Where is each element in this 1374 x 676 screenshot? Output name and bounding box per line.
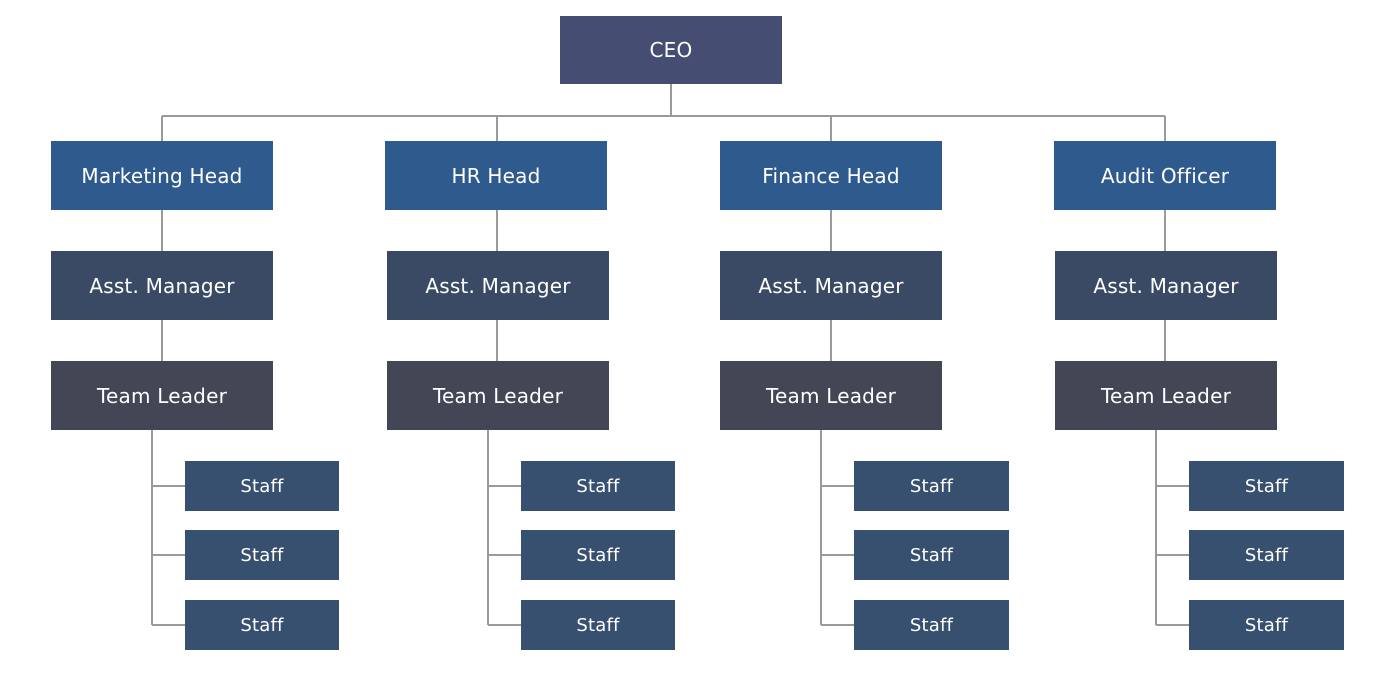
- staff-label: Staff: [1244, 614, 1289, 636]
- staff-box: Staff: [854, 461, 1009, 511]
- staff-box: Staff: [854, 530, 1009, 580]
- team-leader-label: Team Leader: [1101, 383, 1231, 408]
- team-leader-box: Team Leader: [51, 361, 273, 430]
- staff-label: Staff: [240, 614, 284, 636]
- staff-label: Staff: [909, 475, 954, 497]
- asst-manager-box: Asst. Manager: [720, 251, 942, 320]
- staff-label: Staff: [1244, 475, 1289, 497]
- staff-label: Staff: [240, 475, 284, 497]
- marketing-head-box: Marketing Head: [51, 141, 273, 210]
- hr-head-box: HR Head: [385, 141, 607, 210]
- team-leader-label: Team Leader: [766, 383, 896, 408]
- department-head-label: Finance Head: [762, 163, 900, 188]
- staff-box: Staff: [185, 600, 339, 650]
- staff-box: Staff: [185, 461, 339, 511]
- staff-box: Staff: [521, 461, 675, 511]
- asst-manager-box: Asst. Manager: [387, 251, 609, 320]
- staff-box: Staff: [854, 600, 1009, 650]
- asst-manager-label: Asst. Manager: [1093, 273, 1239, 298]
- ceo-box: CEO: [560, 16, 782, 84]
- staff-box: Staff: [521, 600, 675, 650]
- staff-box: Staff: [185, 530, 339, 580]
- asst-manager-label: Asst. Manager: [425, 273, 571, 298]
- staff-box: Staff: [1189, 600, 1344, 650]
- department-head-label: Audit Officer: [1100, 163, 1230, 188]
- staff-label: Staff: [576, 544, 620, 566]
- team-leader-label: Team Leader: [433, 383, 563, 408]
- staff-label: Staff: [1244, 544, 1289, 566]
- staff-box: Staff: [1189, 530, 1344, 580]
- team-leader-box: Team Leader: [387, 361, 609, 430]
- team-leader-label: Team Leader: [97, 383, 227, 408]
- finance-head-box: Finance Head: [720, 141, 942, 210]
- staff-label: Staff: [909, 544, 954, 566]
- department-head-label: HR Head: [451, 163, 541, 188]
- staff-label: Staff: [576, 475, 620, 497]
- staff-label: Staff: [240, 544, 284, 566]
- department-head-label: Marketing Head: [81, 163, 243, 188]
- team-leader-box: Team Leader: [720, 361, 942, 430]
- ceo-label: CEO: [649, 38, 693, 62]
- audit-officer-box: Audit Officer: [1054, 141, 1276, 210]
- asst-manager-label: Asst. Manager: [89, 273, 235, 298]
- team-leader-box: Team Leader: [1055, 361, 1277, 430]
- staff-box: Staff: [521, 530, 675, 580]
- asst-manager-box: Asst. Manager: [51, 251, 273, 320]
- staff-box: Staff: [1189, 461, 1344, 511]
- staff-label: Staff: [909, 614, 954, 636]
- asst-manager-box: Asst. Manager: [1055, 251, 1277, 320]
- staff-label: Staff: [576, 614, 620, 636]
- asst-manager-label: Asst. Manager: [758, 273, 904, 298]
